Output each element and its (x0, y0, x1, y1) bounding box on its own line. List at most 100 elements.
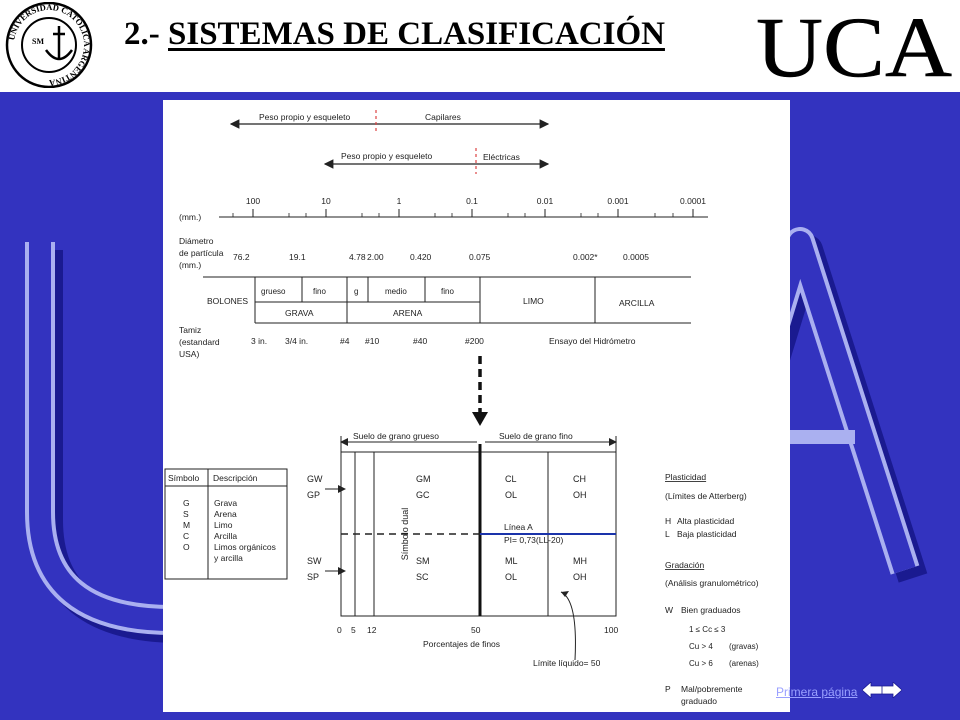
diameter-row: Diámetro de partícula (mm.) 76.2 19.1 4.… (179, 236, 649, 270)
right-legend: Plasticidad (Límites de Atterberg) H Alt… (665, 472, 759, 706)
title-prefix: 2.- (124, 16, 168, 52)
criterion-cu-arenas: Cu > 6 (689, 659, 713, 668)
scale-tick-label: 1 (397, 196, 402, 206)
arrow1-left-label: Peso propio y esqueleto (259, 112, 350, 122)
hydrometer-label: Ensayo del Hidrómetro (549, 336, 636, 346)
diameter-value: 0.075 (469, 252, 491, 262)
linea-a-equation: PI= 0,73(LL-20) (504, 535, 563, 545)
fine-grain-label: Suelo de grano fino (499, 431, 573, 441)
legend-desc: Limos orgánicos (214, 542, 276, 552)
legend-symbol: G (183, 498, 190, 508)
grava-label: GRAVA (285, 308, 314, 318)
arena-label: ARENA (393, 308, 423, 318)
sieve-value: 3 in. (251, 336, 267, 346)
sp-symbol: SP (307, 572, 319, 582)
h-symbol: H (665, 516, 671, 526)
p-description-line2: graduado (681, 696, 717, 706)
title-main: SISTEMAS DE CLASIFICACIÓN (168, 16, 665, 52)
legend-desc: Grava (214, 498, 237, 508)
ch-symbol: CH (573, 474, 586, 484)
sieve-value: #40 (413, 336, 427, 346)
diameter-label-line: (mm.) (179, 260, 201, 270)
sieve-value: 3/4 in. (285, 336, 308, 346)
ol-symbol: OL (505, 490, 517, 500)
h-description: Alta plasticidad (677, 516, 734, 526)
first-page-link[interactable]: Primera página (776, 685, 858, 699)
legend-desc: Arena (214, 509, 237, 519)
sieve-label-line: Tamiz (179, 325, 201, 335)
gw-symbol: GW (307, 474, 323, 484)
scale-tick-label: 100 (246, 196, 260, 206)
criterion-gravas-label: (gravas) (729, 642, 759, 651)
oh2-symbol: OH (573, 572, 587, 582)
major-ticks (252, 209, 694, 217)
arrow2-left-label: Peso propio y esqueleto (341, 151, 432, 161)
diameter-label-line: Diámetro (179, 236, 214, 246)
symbol-legend: Símbolo Descripción G S M C O Grava Aren… (164, 468, 288, 580)
legend-desc: Limo (214, 520, 233, 530)
legend-desc: y arcilla (214, 553, 243, 563)
arrow2-right-label: Eléctricas (483, 152, 520, 162)
oh-symbol: OH (573, 490, 587, 500)
arena-gruesa-label: g (354, 287, 358, 296)
grava-gruesa-label: grueso (261, 287, 286, 296)
plasticidad-heading: Plasticidad (665, 472, 706, 482)
diameter-value: 0.0005 (623, 252, 649, 262)
sc-symbol: SC (416, 572, 429, 582)
x-tick-label: 100 (604, 625, 618, 635)
sieve-value: #4 (340, 336, 350, 346)
grain-size-band (203, 276, 691, 324)
p-description-line1: Mal/pobremente (681, 684, 743, 694)
diameter-value: 0.002* (573, 252, 598, 262)
liquid-limit-label: Límite líquido= 50 (533, 658, 601, 668)
next-slide-button[interactable] (881, 680, 903, 703)
granulometrico-label: (Análisis granulométrico) (665, 578, 759, 588)
dual-symbol-label: Símbolo dual (400, 508, 410, 561)
atterberg-label: (Límites de Atterberg) (665, 491, 747, 501)
seal-center-text: SM (32, 37, 44, 46)
sw-symbol: SW (307, 556, 322, 566)
legend-symbol: M (183, 520, 190, 530)
particle-size-scale: (mm.) 100 10 1 0.1 (179, 196, 708, 222)
arcilla-label: ARCILLA (619, 298, 655, 308)
x-tick-label: 0 (337, 625, 342, 635)
ol2-symbol: OL (505, 572, 517, 582)
grava-fina-label: fino (313, 287, 326, 296)
limo-label: LIMO (523, 296, 544, 306)
sieve-label-line: USA) (179, 349, 199, 359)
arena-fina-label: fino (441, 287, 454, 296)
legend-symbol: C (183, 531, 189, 541)
gm-symbol: GM (416, 474, 431, 484)
legend-desc: Arcilla (214, 531, 237, 541)
diameter-value: 4.78 (349, 252, 366, 262)
header: UNIVERSIDAD CATOLICA ARGENTINA SM 2.- SI… (0, 0, 960, 92)
scale-tick-label: 0.001 (607, 196, 629, 206)
x-tick-label: 12 (367, 625, 377, 635)
criterion-cu-gravas: Cu > 4 (689, 642, 713, 651)
diameter-value: 2.00 (367, 252, 384, 262)
previous-slide-button[interactable] (861, 680, 883, 703)
scale-tick-label: 10 (321, 196, 331, 206)
scale-tick-label: 0.0001 (680, 196, 706, 206)
legend-symbol: O (183, 542, 190, 552)
slide-navigation: Primera página (776, 680, 903, 703)
diameter-value: 0.420 (410, 252, 432, 262)
force-arrows: Peso propio y esqueleto Capilares Peso p… (229, 110, 550, 174)
l-description: Baja plasticidad (677, 529, 737, 539)
sieve-value: #200 (465, 336, 484, 346)
w-description: Bien graduados (681, 605, 741, 615)
gradacion-heading: Gradación (665, 560, 704, 570)
x-tick-label: 5 (351, 625, 356, 635)
cl-symbol: CL (505, 474, 517, 484)
l-symbol: L (665, 529, 670, 539)
diameter-label-line: de partícula (179, 248, 224, 258)
ml-symbol: ML (505, 556, 518, 566)
p-symbol: P (665, 684, 671, 694)
arrow-right-icon (881, 680, 903, 699)
legend-desc-header: Descripción (213, 473, 258, 483)
sieve-row: Tamiz (estandard USA) 3 in. 3/4 in. #4 #… (179, 325, 636, 359)
gp-symbol: GP (307, 490, 320, 500)
linea-a-label: Línea A (504, 522, 533, 532)
university-seal-icon: UNIVERSIDAD CATOLICA ARGENTINA SM (5, 2, 93, 88)
mh-symbol: MH (573, 556, 587, 566)
